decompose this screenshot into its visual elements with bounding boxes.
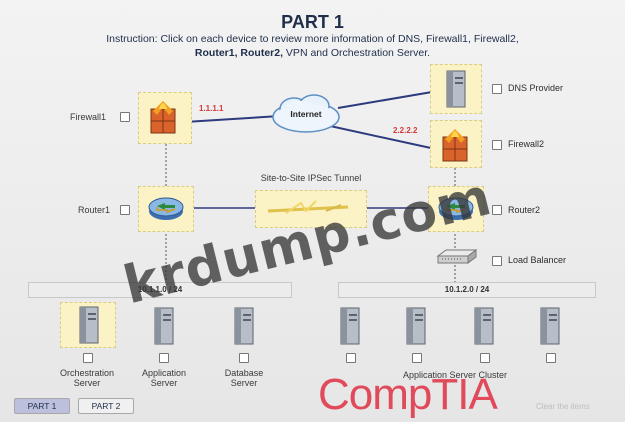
firewall1-checkbox[interactable] xyxy=(120,112,130,122)
dns-checkbox[interactable] xyxy=(492,84,502,94)
cluster-server-2[interactable] xyxy=(396,304,436,348)
tab-part-1[interactable]: PART 1 xyxy=(14,398,70,414)
database-server-device[interactable] xyxy=(224,304,264,348)
router1-device[interactable] xyxy=(138,186,194,232)
firewall2-checkbox[interactable] xyxy=(492,140,502,150)
orchestration-line1: Orchestration xyxy=(59,368,115,378)
cluster-server-4-checkbox[interactable] xyxy=(546,353,556,363)
server-icon xyxy=(340,307,360,345)
router-icon xyxy=(438,197,474,220)
orchestration-line2: Server xyxy=(73,378,101,388)
dns-device[interactable] xyxy=(430,64,482,114)
application-server-checkbox[interactable] xyxy=(159,353,169,363)
database-line2: Server xyxy=(230,378,258,388)
database-server-checkbox[interactable] xyxy=(239,353,249,363)
vpn-tunnel-icon xyxy=(267,200,349,214)
clear-items-button[interactable]: Clear the items xyxy=(536,402,590,411)
router-icon xyxy=(148,197,184,220)
load-balancer-icon xyxy=(436,249,478,264)
internet-label: Internet xyxy=(290,109,322,119)
firewall2-label: Firewall2 xyxy=(508,139,545,149)
load-balancer-label: Load Balancer xyxy=(508,255,567,265)
server-icon xyxy=(406,307,426,345)
server-icon xyxy=(446,70,466,108)
server-icon xyxy=(234,307,254,345)
instruction-text: Instruction: Click on each device to rev… xyxy=(40,32,585,60)
database-server-label: Database Server xyxy=(204,368,284,388)
server-icon xyxy=(474,307,494,345)
network-right-bar: 10.1.2.0 / 24 xyxy=(338,282,596,298)
router2-label: Router2 xyxy=(508,205,541,215)
page-title: PART 1 xyxy=(281,12,344,32)
cluster-server-3[interactable] xyxy=(464,304,504,348)
internet-cloud[interactable]: Internet xyxy=(270,93,342,135)
cluster-server-1[interactable] xyxy=(330,304,370,348)
application-line2: Server xyxy=(150,378,178,388)
load-balancer-device[interactable] xyxy=(434,248,478,266)
comptia-logo: CompTIA xyxy=(318,370,498,419)
vpn-device[interactable] xyxy=(255,190,367,228)
dns-label: DNS Provider xyxy=(508,83,564,93)
vpn-label: Site-to-Site IPSec Tunnel xyxy=(260,173,362,183)
firewall1-label: Firewall1 xyxy=(70,112,107,122)
firewall2-device[interactable] xyxy=(430,120,482,168)
firewall1-ip: 1.1.1.1 xyxy=(199,104,224,113)
orchestration-server-label: Orchestration Server xyxy=(47,368,127,388)
load-balancer-checkbox[interactable] xyxy=(492,256,502,266)
router2-checkbox[interactable] xyxy=(492,205,502,215)
cluster-server-1-checkbox[interactable] xyxy=(346,353,356,363)
tab-part-2[interactable]: PART 2 xyxy=(78,398,134,414)
instruction-line2-rest: VPN and Orchestration Server. xyxy=(283,47,431,59)
server-icon xyxy=(154,307,174,345)
server-icon xyxy=(79,306,99,344)
router2-device[interactable] xyxy=(428,186,484,232)
orchestration-server-device[interactable] xyxy=(60,302,116,348)
firewall-icon xyxy=(150,101,176,134)
database-line1: Database xyxy=(224,368,264,378)
firewall2-ip: 2.2.2.2 xyxy=(393,126,418,135)
network-left-bar: 10.1.1.0 / 24 xyxy=(28,282,292,298)
instruction-line1: Instruction: Click on each device to rev… xyxy=(106,33,519,45)
application-line1: Application xyxy=(141,368,187,378)
cluster-server-3-checkbox[interactable] xyxy=(480,353,490,363)
cloud-icon xyxy=(272,94,340,133)
router1-checkbox[interactable] xyxy=(120,205,130,215)
firewall-icon xyxy=(442,129,468,162)
cluster-server-2-checkbox[interactable] xyxy=(412,353,422,363)
instruction-line2-bold: Router1, Router2, xyxy=(194,47,284,59)
application-server-device[interactable] xyxy=(144,304,184,348)
cluster-label: Application Server Cluster xyxy=(402,370,508,380)
application-server-label: Application Server xyxy=(124,368,204,388)
orchestration-server-checkbox[interactable] xyxy=(83,353,93,363)
cluster-server-4[interactable] xyxy=(530,304,570,348)
server-icon xyxy=(540,307,560,345)
router1-label: Router1 xyxy=(78,205,111,215)
firewall1-device[interactable] xyxy=(138,92,192,144)
